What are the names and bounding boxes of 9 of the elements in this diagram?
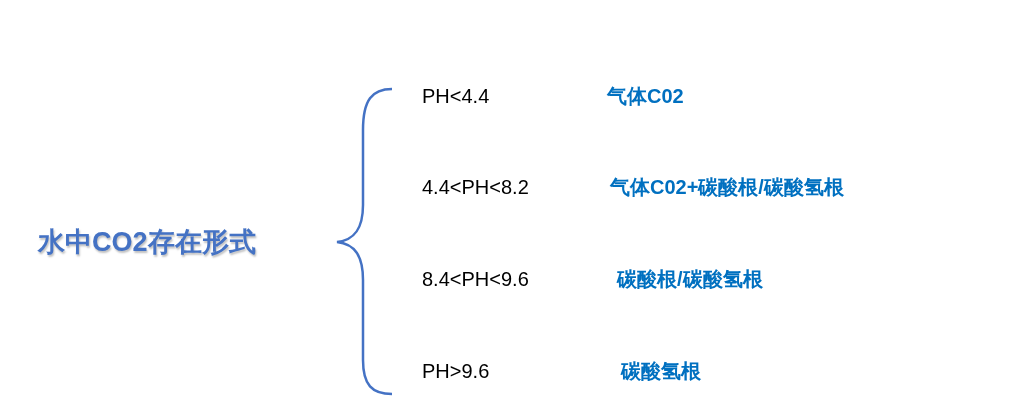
ph-range-label: PH<4.4 (422, 84, 490, 108)
co2-form-label: 气体C02+碳酸根/碳酸氢根 (610, 175, 844, 199)
topic-label: 水中CO2存在形式 (38, 226, 256, 259)
co2-form-label: 碳酸氢根 (621, 359, 701, 383)
co2-form-label: 碳酸根/碳酸氢根 (617, 267, 763, 291)
ph-range-label: PH>9.6 (422, 359, 490, 383)
ph-range-label: 8.4<PH<9.6 (422, 267, 529, 291)
co2-form-label: 气体C02 (607, 84, 684, 108)
ph-range-label: 4.4<PH<8.2 (422, 175, 529, 199)
